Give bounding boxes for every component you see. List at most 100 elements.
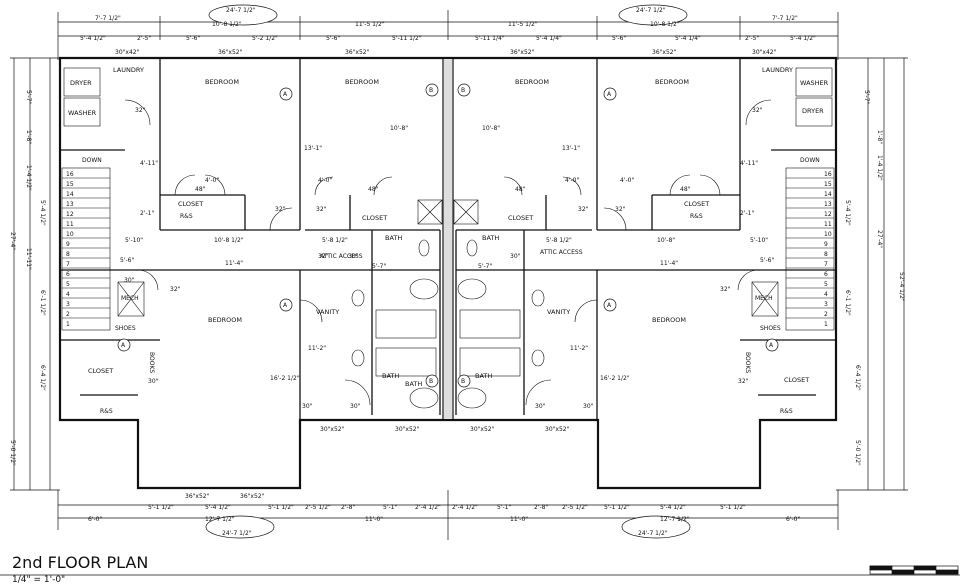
window-size: 30"x52" [395,426,420,433]
bottom-dim: 2'-5 1/2" [305,504,331,511]
stair-number: 12 [66,211,74,218]
bottom-dim: 2'-4 1/2" [415,504,441,511]
bottom-dim: 5'-1" [497,504,511,511]
stair-number: 10 [66,231,74,238]
top-sub-dim: 5'-6" [612,35,626,42]
top-dim-3: 11'-5 1/2" [355,21,385,28]
left-dim: 6'-1 1/2" [39,290,46,316]
plan-scale: 1/4" = 1'-0" [12,575,65,584]
stair-number: 5 [824,281,828,288]
room-bedroom: BEDROOM [345,78,379,86]
stair-number: 5 [66,281,70,288]
right-dim: 5'-7" [863,90,870,104]
top-sub-dim: 5'-4 1/2" [80,35,106,42]
top-sub-dim: 5'-4 1/2" [790,35,816,42]
door-size: 48" [195,186,206,193]
window-size: 30"x52" [545,426,570,433]
interior-dim: 5'-7" [372,263,386,270]
label-r-s: R&S [690,213,703,220]
right-dim: 6'-4 1/2" [854,365,861,391]
left-dim: 11'-11" [25,248,32,270]
grid-tag: A [607,91,612,98]
top-dim-1: 7'-7 1/2" [95,15,121,22]
window-size: 36"x52" [218,49,243,56]
interior-dim: 4'-11" [740,160,758,167]
door-size: 32" [170,286,181,293]
room-bath: BATH [405,380,422,388]
top-dim-4: 11'-5 1/2" [508,21,538,28]
label-attic: ATTIC ACCESS [320,253,363,260]
room-closet: CLOSET [508,214,533,222]
room-bath: BATH [475,372,492,380]
door-size: 30" [350,403,361,410]
bottom-dim: 5'-1 1/2" [148,504,174,511]
label-vanity: VANITY [547,308,570,316]
interior-dim: 4'-11" [140,160,158,167]
stair-number: 4 [824,291,828,298]
label-washer-right: WASHER [800,79,829,87]
window-size: 36"x52" [510,49,535,56]
window-size: 30"x42" [752,49,777,56]
bottom-dim: 5'-1" [383,504,397,511]
door-size: 30" [583,403,594,410]
left-dim: 5'-0 1/2" [9,440,16,466]
interior-dim: 5'-10" [750,237,768,244]
bottom-dim2: 11'-0" [365,516,383,523]
left-dim: 6'-4 1/2" [39,365,46,391]
label-mech: MECH [755,295,773,302]
interior-dim: 11'-2" [570,345,588,352]
bottom-dim: 5'-1 1/2" [720,504,746,511]
top-dim-2: 10'-8 1/2" [212,21,242,28]
interior-dim: 10'-8 1/2" [214,237,244,244]
interior-dim: 4'-0" [205,177,219,184]
interior-dim: 5'-8 1/2" [546,237,572,244]
room-laundry-right: LAUNDRY [762,66,793,74]
window-size: 36"x52" [652,49,677,56]
label-r-s: R&S [780,408,793,415]
top-sub-dim: 2'-5" [137,35,151,42]
stair-number: 8 [66,251,70,258]
window-size: 30"x42" [115,49,140,56]
bottom-dim: 5'-4 1/2" [205,504,231,511]
right-dim: 5'-4 1/2" [844,200,851,226]
room-bath: BATH [382,372,399,380]
interior-dim: 5'-10" [125,237,143,244]
label-vanity: VANITY [316,308,339,316]
bottom-outer-dim: 6'-0" [786,516,800,523]
stair-number: 10 [824,231,832,238]
top-sub-dim: 5'-6" [186,35,200,42]
interior-dim: 11'-4" [660,260,678,267]
top-cloud-dim-1: 24'-7 1/2" [226,7,256,14]
interior-dim: 5'-6" [760,257,774,264]
room-laundry-left: LAUNDRY [113,66,144,74]
stair-number: 7 [66,261,70,268]
door-size: 30" [302,403,313,410]
stair-number: 15 [824,181,832,188]
left-dim: 1'-8" [25,130,32,144]
top-dim-6: 7'-7 1/2" [772,15,798,22]
interior-dim: 10'-8" [657,237,675,244]
bottom-dim2: 12'-7 1/2" [205,516,235,523]
label-books: BOOKS [148,352,155,373]
bottom-dim2: 12'-7 1/2" [660,516,690,523]
interior-dim: 4'-0" [565,177,579,184]
label-dryer-left: DRYER [70,79,92,87]
window-size: 36"x52" [240,493,265,500]
right-dim: 1'-4 1/2" [876,155,883,181]
stair-number: 1 [824,321,828,328]
bottom-dim: 5'-1 1/2" [268,504,294,511]
stair-number: 14 [66,191,74,198]
label-attic: ATTIC ACCESS [540,249,583,256]
right-dim: 52'-4 1/2" [898,272,905,302]
bottom-cloud-dim: 24'-7 1/2" [638,530,668,537]
stair-number: 6 [66,271,70,278]
stair-number: 2 [66,311,70,318]
interior-dim: 13'-1" [562,145,580,152]
left-dim: 5'-7" [25,90,32,104]
top-dim-5: 10'-8 1/2" [650,21,680,28]
grid-tag: A [283,91,288,98]
bottom-dim: 5'-1 1/2" [604,504,630,511]
label-books: BOOKS [744,352,751,373]
bottom-dim2: 11'-0" [510,516,528,523]
